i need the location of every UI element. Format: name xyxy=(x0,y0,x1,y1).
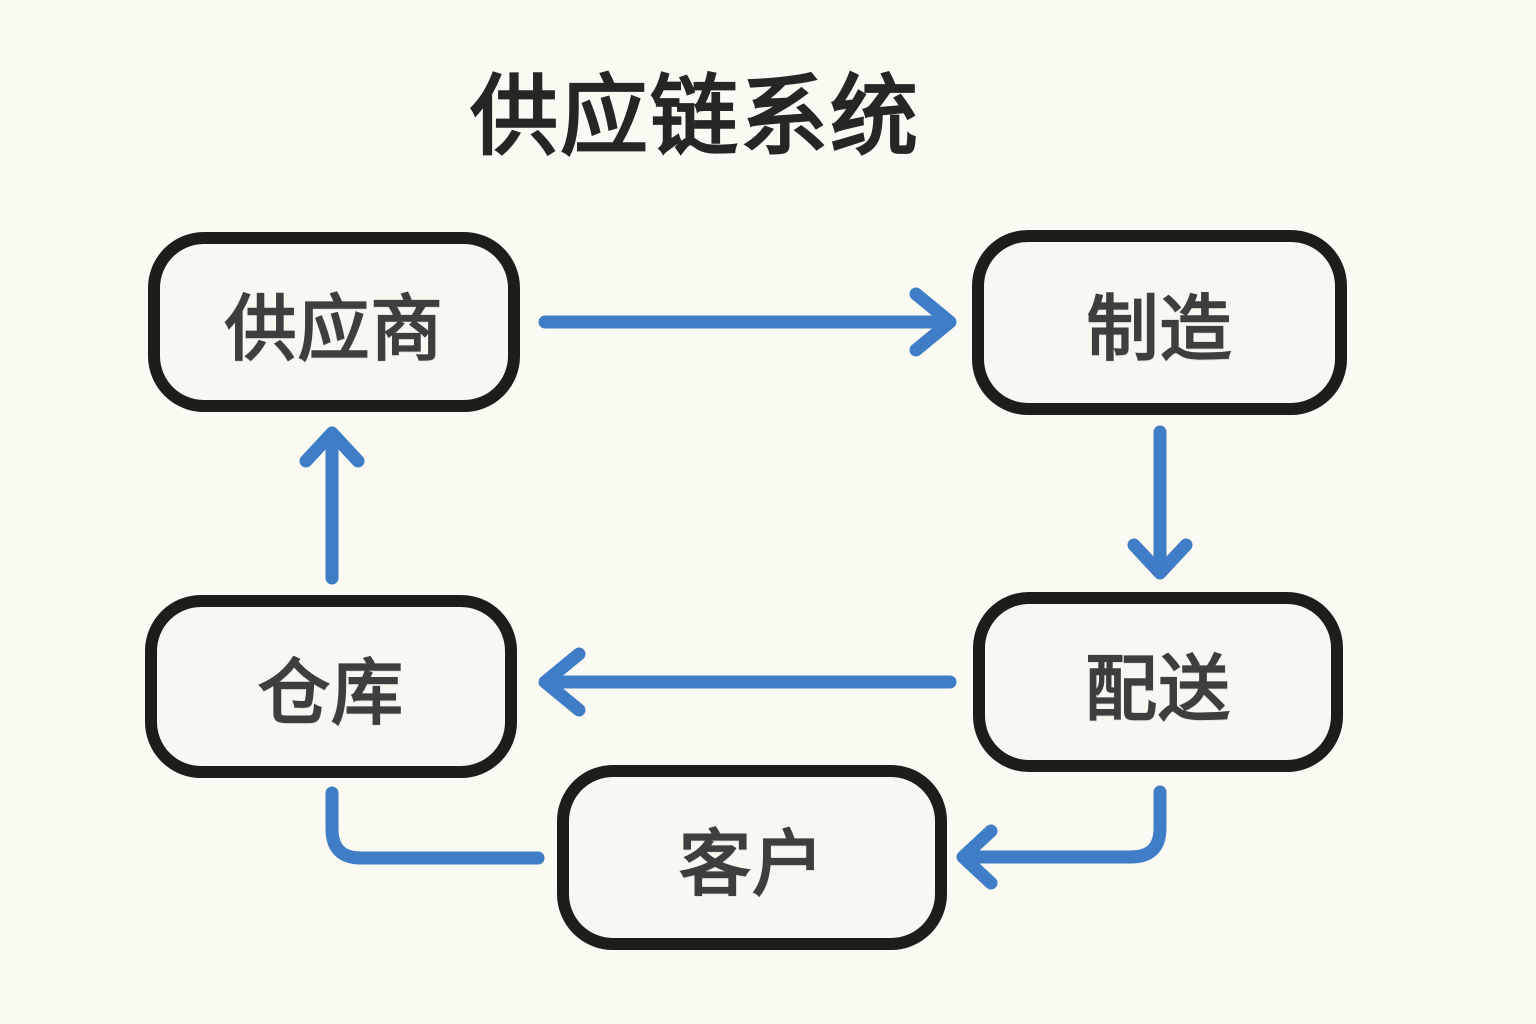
arrowhead-right-icon xyxy=(909,287,957,357)
node-supplier: 供应商 xyxy=(148,232,520,412)
node-warehouse-label: 仓库 xyxy=(257,654,404,734)
node-distribution: 配送 xyxy=(973,592,1343,772)
node-manufacturing: 制造 xyxy=(972,230,1347,415)
node-customer: 客户 xyxy=(557,765,947,950)
node-manufacturing-label: 制造 xyxy=(1086,290,1233,370)
node-warehouse: 仓库 xyxy=(145,595,517,778)
edge-distribution-to-customer xyxy=(956,785,1167,890)
edge-distribution-to-warehouse xyxy=(538,647,957,717)
node-customer-label: 客户 xyxy=(678,825,825,905)
edge-supplier-to-manufacturing xyxy=(538,287,957,357)
edge-customer-to-warehouse xyxy=(325,786,545,865)
edge-warehouse-to-supplier xyxy=(299,426,365,585)
diagram-title: 供应链系统 xyxy=(469,67,920,166)
arrowhead-left-icon xyxy=(956,824,998,890)
edge-manufacturing-to-distribution xyxy=(1127,425,1193,580)
node-supplier-label: 供应商 xyxy=(224,289,444,370)
node-distribution-label: 配送 xyxy=(1084,649,1231,730)
arrowhead-left-icon xyxy=(538,647,586,717)
arrowhead-down-icon xyxy=(1127,538,1193,580)
arrowhead-up-icon xyxy=(299,426,365,468)
